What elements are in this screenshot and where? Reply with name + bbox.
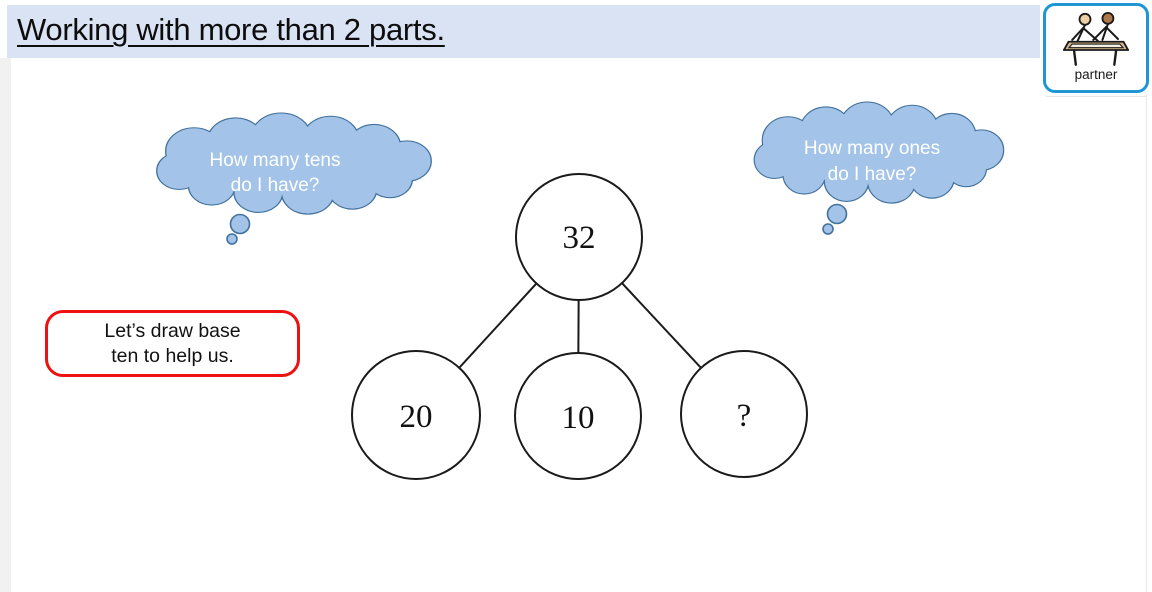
part-circle-1 (351, 350, 481, 480)
part-value-3: ? (737, 398, 752, 434)
note-text: Let’s draw base ten to help us. (104, 319, 241, 367)
partner-card: partner (1043, 3, 1149, 93)
part-value-2: 10 (562, 400, 595, 436)
thought-bubble-right: How many ones do I have? (753, 101, 1005, 235)
note-box: Let’s draw base ten to help us. (45, 310, 300, 377)
app-left-margin (0, 58, 11, 592)
thought-bubble-right-line2: do I have? (828, 164, 917, 185)
partner-label: partner (1074, 67, 1118, 82)
part-circle-3 (680, 350, 808, 478)
thought-bubble-left: How many tens do I have? (156, 112, 432, 245)
part-value-1: 20 (400, 399, 433, 435)
thought-bubble-right-line1: How many ones (804, 138, 940, 159)
page-title: Working with more than 2 parts. (17, 12, 445, 47)
thought-bubble-left-line1: How many tens (210, 150, 341, 171)
thought-bubble-left-line2: do I have? (231, 175, 320, 196)
partners-at-table-icon (1063, 11, 1129, 66)
part-circle-2 (514, 352, 642, 480)
slide-right-edge (1146, 95, 1147, 592)
title-bar: Working with more than 2 parts. (7, 5, 1040, 58)
part-whole-diagram: 32 20 10 ? (351, 173, 808, 480)
divider-line (1046, 96, 1146, 97)
whole-circle (515, 173, 643, 301)
whole-value: 32 (563, 220, 596, 256)
